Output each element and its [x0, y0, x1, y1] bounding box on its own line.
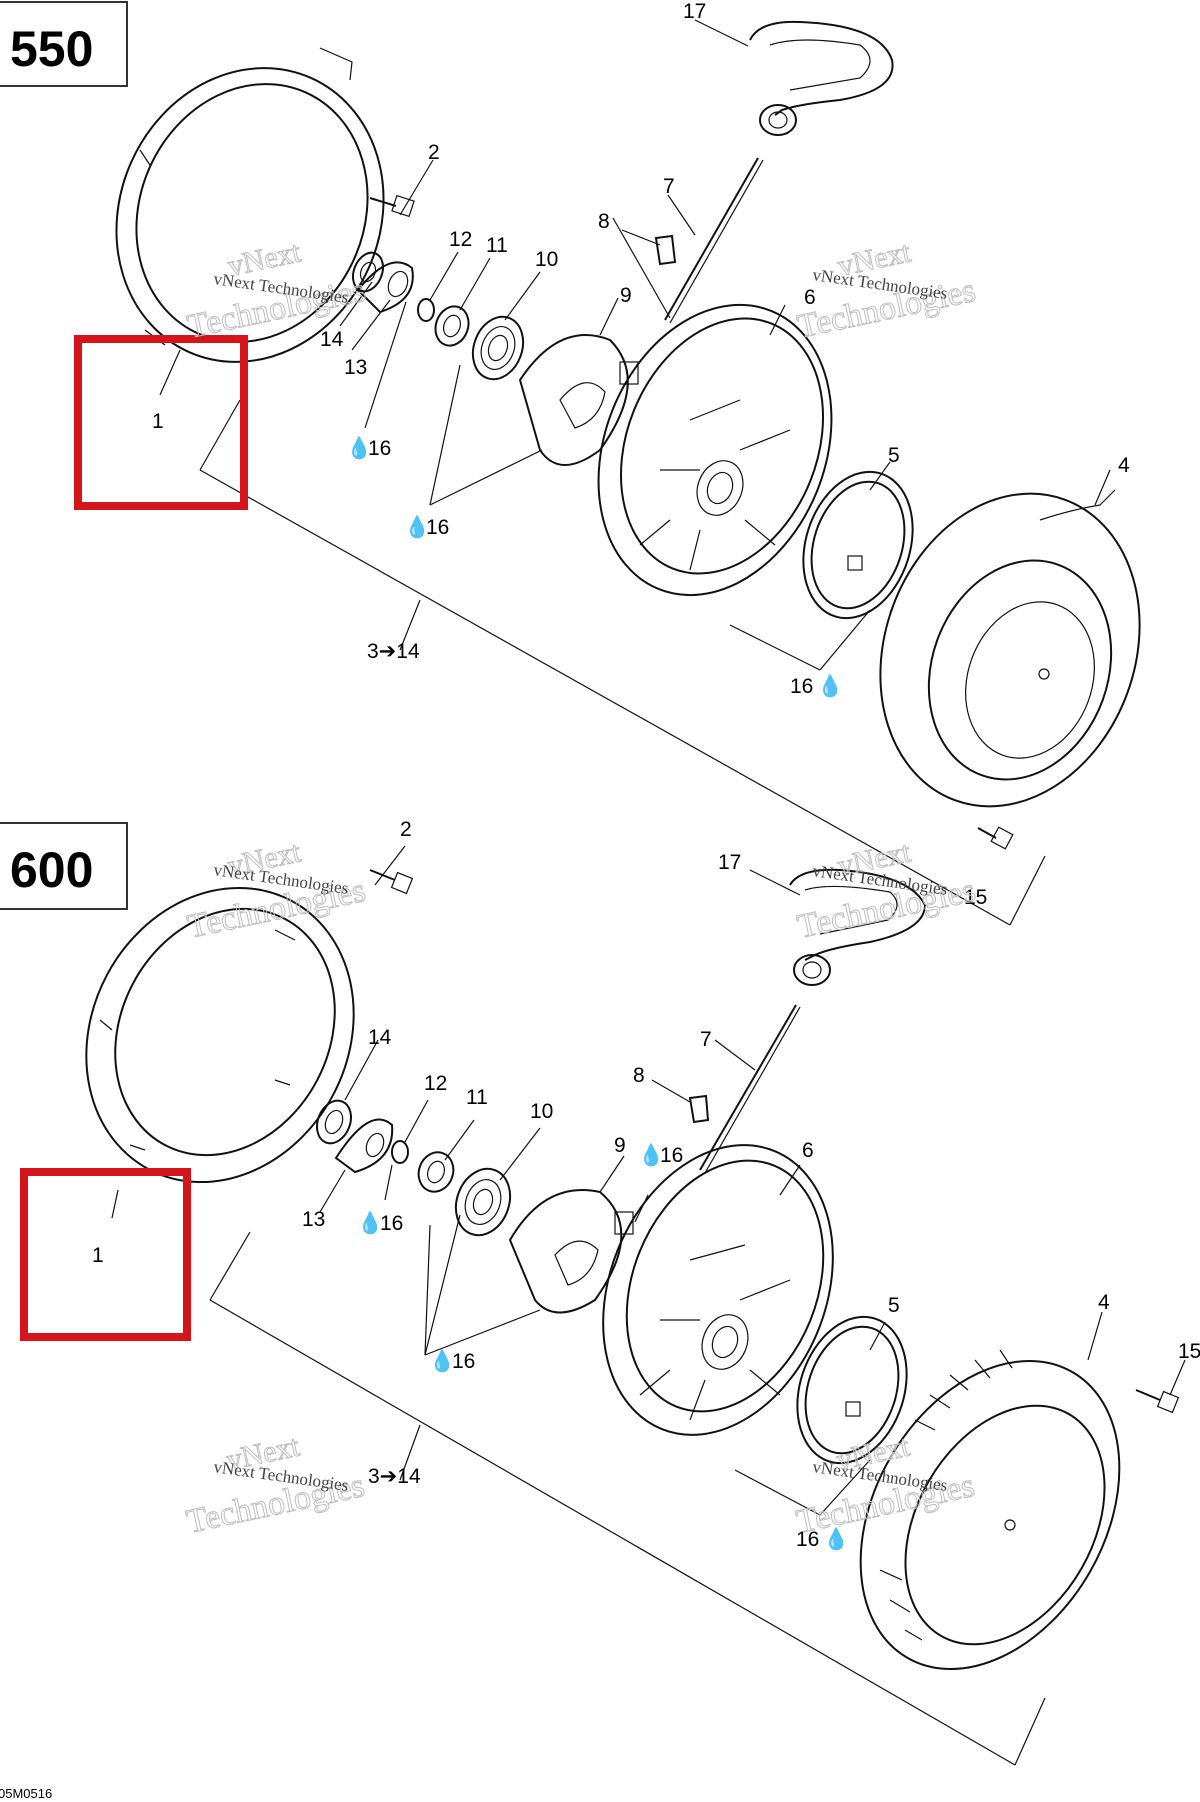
part-15-bolt-600[interactable] [1135, 1389, 1180, 1414]
label-5-600: 5 [888, 1294, 900, 1317]
label-17-600: 17 [718, 851, 741, 874]
part-4-cover-600[interactable] [808, 1315, 1172, 1716]
part-11-bushing-600[interactable] [413, 1147, 459, 1196]
label-8: 8 [598, 210, 610, 233]
drawing-code: 05M0516 [0, 1786, 52, 1801]
model-label-550: 550 [10, 21, 93, 77]
label-16-b: 16 [426, 516, 449, 539]
label-1-600: 1 [92, 1244, 104, 1267]
highlight-part-1-600[interactable] [20, 1168, 191, 1341]
part-17-handle-600[interactable] [789, 868, 927, 986]
oil-drop-icon: 💧 [429, 1348, 455, 1373]
part-11-bushing[interactable] [430, 302, 474, 351]
label-15-600-b: 15 [1178, 1340, 1200, 1363]
oil-drop-icon: 💧 [357, 1210, 383, 1235]
part-17-handle[interactable] [749, 20, 894, 136]
part-7-rope[interactable] [664, 157, 759, 321]
label-5: 5 [888, 444, 900, 467]
label-3-14-600: 3➔14 [368, 1465, 421, 1488]
part-9-pawl-plate-600[interactable] [508, 1189, 634, 1314]
label-9: 9 [620, 284, 632, 307]
part-6-sheave[interactable] [557, 270, 873, 631]
label-2-600: 2 [400, 818, 412, 841]
part-13-plate-600[interactable] [334, 1118, 394, 1174]
section-550: 550 [0, 0, 1182, 926]
part-5-spring-600[interactable] [779, 1303, 924, 1478]
label-16-600-d: 16 [796, 1528, 819, 1551]
part-6-sheave-600[interactable] [562, 1110, 875, 1469]
label-3-14: 3➔14 [367, 640, 420, 663]
part-14-seal-600[interactable] [311, 1096, 357, 1149]
label-6: 6 [804, 286, 816, 309]
label-16-600-a: 16 [660, 1144, 683, 1167]
watermarks: vNext Technologies vNext Technologies vN… [183, 235, 980, 1541]
label-10: 10 [535, 248, 558, 271]
highlight-part-1-550[interactable] [74, 335, 248, 510]
label-16-c: 16 [790, 675, 813, 698]
label-7: 7 [663, 175, 675, 198]
label-9-600: 9 [614, 1134, 626, 1157]
part-2-bolt[interactable] [369, 194, 415, 218]
oil-drop-icon: 💧 [817, 673, 843, 698]
part-5-spring[interactable] [785, 458, 930, 633]
leaders-550 [159, 19, 1111, 926]
part-12-ring-600[interactable] [391, 1140, 409, 1164]
model-box-550 [0, 1, 128, 87]
label-12: 12 [449, 228, 472, 251]
label-4: 4 [1118, 454, 1130, 477]
label-1: 1 [152, 410, 164, 433]
part-8-key-600[interactable] [688, 1094, 710, 1124]
oil-drop-icon: 💧 [404, 514, 430, 539]
part-2-bolt-600[interactable] [369, 869, 414, 895]
oil-drop-icon: 💧 [823, 1526, 849, 1551]
model-label-600: 600 [10, 842, 93, 898]
model-box-600 [0, 822, 128, 910]
label-4-600: 4 [1098, 1291, 1110, 1314]
label-16-a: 16 [368, 437, 391, 460]
part-10-spring-holder[interactable] [465, 310, 532, 387]
label-10-600: 10 [530, 1100, 553, 1123]
part-12-ring[interactable] [417, 298, 435, 322]
label-15-600-a: 15 [964, 886, 987, 909]
part-13-plate[interactable] [356, 261, 414, 314]
leaders-600 [111, 845, 1186, 1766]
label-11-600: 11 [466, 1086, 488, 1109]
part-1-housing[interactable] [70, 25, 430, 405]
part-7-rope-600[interactable] [699, 1004, 797, 1171]
part-4-cover[interactable] [838, 457, 1182, 843]
part-8-key[interactable] [654, 234, 677, 266]
label-17: 17 [683, 0, 706, 23]
part-9-pawl-plate[interactable] [518, 334, 639, 466]
label-13: 13 [344, 356, 367, 379]
label-7-600: 7 [700, 1028, 712, 1051]
label-11: 11 [486, 234, 508, 257]
section-600: 600 [0, 818, 1200, 1766]
label-14-600: 14 [368, 1026, 392, 1049]
label-6-600: 6 [802, 1139, 814, 1162]
label-14: 14 [320, 328, 344, 351]
part-10-spring-holder-600[interactable] [447, 1161, 519, 1243]
part-15-bolt-550[interactable] [977, 826, 1014, 850]
label-16-600-b: 16 [380, 1212, 403, 1235]
label-16-600-c: 16 [452, 1350, 475, 1373]
label-12-600: 12 [424, 1072, 447, 1095]
label-8-600: 8 [633, 1064, 645, 1087]
oil-drop-icon: 💧 [638, 1142, 664, 1167]
oil-drop-icon: 💧 [346, 435, 372, 460]
label-2: 2 [428, 141, 440, 164]
label-13-600: 13 [302, 1208, 325, 1231]
